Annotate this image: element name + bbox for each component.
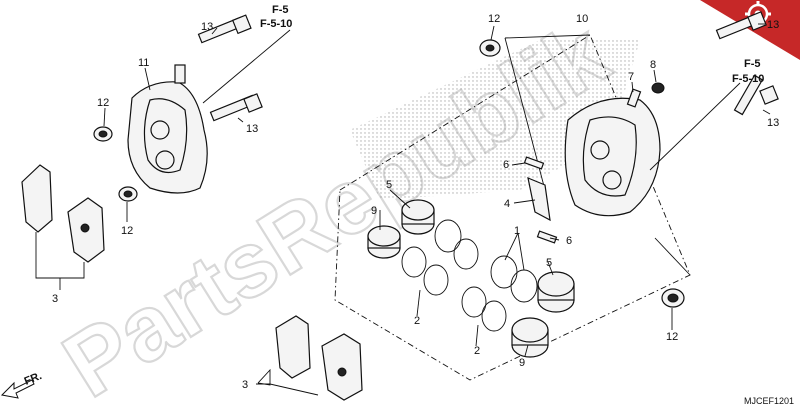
- pad-pin: [523, 156, 545, 170]
- page-reference-left: F-5 F-5-10: [260, 4, 292, 30]
- piston: [401, 199, 435, 235]
- reference-subpage: F-5-10: [260, 18, 292, 30]
- pad-spring: [527, 177, 551, 222]
- caliper-assembly-outline: [334, 34, 691, 381]
- callout-5: 5: [546, 257, 552, 269]
- washer: [479, 39, 501, 57]
- leader-line: [257, 368, 271, 386]
- front-direction-arrow: FR.: [0, 370, 44, 399]
- piston: [367, 225, 401, 259]
- pad-pin: [536, 230, 558, 244]
- callout-13: 13: [767, 117, 779, 129]
- callout-10: 10: [576, 13, 588, 25]
- callout-8: 8: [650, 59, 656, 71]
- washer: [118, 186, 138, 202]
- page-reference-right: F-5 F-5-10: [732, 58, 764, 85]
- piston-seal: [434, 219, 462, 253]
- bolt: [715, 11, 767, 40]
- callout-11: 11: [138, 57, 149, 69]
- right-caliper: [564, 97, 661, 217]
- bleeder-cap: [651, 82, 665, 94]
- piston-seal: [481, 300, 507, 332]
- callout-9: 9: [519, 357, 525, 369]
- leader-lines: [103, 23, 771, 357]
- callout-5: 5: [386, 179, 392, 191]
- piston: [511, 317, 549, 358]
- callout-1: 1: [514, 225, 520, 237]
- callout-13: 13: [201, 21, 213, 33]
- piston-seal: [490, 255, 518, 289]
- brake-pad: [21, 164, 53, 233]
- bolt: [197, 14, 252, 44]
- brake-pad: [67, 197, 105, 263]
- reference-page: F-5: [744, 58, 761, 70]
- piston-seal: [461, 286, 487, 318]
- piston: [537, 271, 575, 313]
- callout-12: 12: [97, 97, 109, 109]
- callout-13: 13: [767, 19, 779, 31]
- callout-2: 2: [474, 345, 480, 357]
- corner-badge: [700, 0, 800, 60]
- bolt: [209, 93, 263, 122]
- callout-12: 12: [666, 331, 678, 343]
- brake-pad: [321, 333, 363, 401]
- piston-seal: [453, 238, 479, 270]
- left-caliper: [127, 64, 208, 194]
- direction-label: FR.: [23, 370, 44, 388]
- callout-9: 9: [371, 205, 377, 217]
- reference-page: F-5: [272, 4, 289, 16]
- callout-3: 3: [242, 379, 248, 391]
- diagram-code: MJCEF1201: [744, 396, 794, 406]
- callout-13: 13: [246, 123, 258, 135]
- washer: [93, 126, 113, 142]
- callout-12: 12: [121, 225, 133, 237]
- bleeder-screw: [626, 88, 642, 108]
- callout-6: 6: [566, 235, 572, 247]
- bolt: [733, 74, 779, 116]
- callout-4: 4: [504, 198, 510, 210]
- piston-seal: [510, 269, 538, 303]
- callout-6: 6: [503, 159, 509, 171]
- callout-2: 2: [414, 315, 420, 327]
- piston-seal: [401, 246, 427, 278]
- leader-line: [256, 383, 319, 396]
- piston-seal: [423, 264, 449, 296]
- washer: [661, 288, 685, 308]
- callout-7: 7: [628, 71, 634, 83]
- leader-line: [504, 34, 591, 39]
- callout-3: 3: [52, 293, 58, 305]
- brake-pad: [275, 315, 311, 379]
- callout-12: 12: [488, 13, 500, 25]
- reference-subpage: F-5-10: [732, 73, 764, 85]
